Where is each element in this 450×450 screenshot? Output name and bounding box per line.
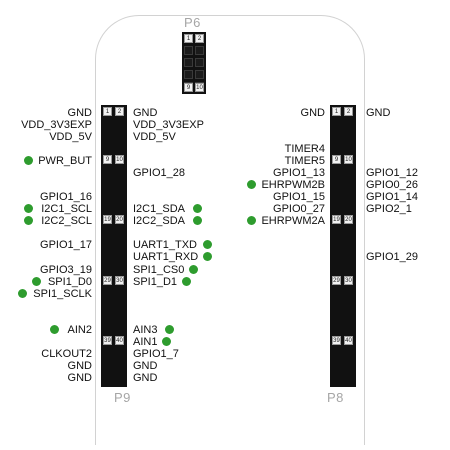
- p9-left-label: AIN2: [67, 324, 92, 336]
- p8-pin-2-label: 2: [344, 107, 353, 116]
- p8-left-label: TIMER4: [284, 143, 325, 155]
- p8-pin-20-label: 20: [344, 215, 353, 224]
- p9-left-label: GPIO1_17: [40, 239, 92, 251]
- p8-pin-40-label: 40: [344, 336, 353, 345]
- p9-right-label: GND: [133, 107, 158, 119]
- p8-pin-29-label: 29: [332, 276, 341, 285]
- p9-left-label: I2C2_SCL: [41, 215, 92, 227]
- i2c1-sda-dot: [193, 204, 202, 213]
- p9-right-label: I2C1_SDA: [133, 203, 185, 215]
- p8-right-label: GPIO1_29: [366, 251, 418, 263]
- p9-right-label: GPIO1_7: [133, 348, 179, 360]
- p8-left-label: TIMER5: [284, 155, 325, 167]
- p9-right-label: AIN3: [133, 324, 158, 336]
- p9-right-label: I2C2_SDA: [133, 215, 185, 227]
- uart1-txd-dot: [203, 240, 212, 249]
- p9-pin-39-label: 39: [103, 336, 112, 345]
- p9-right-label: AIN1: [133, 336, 158, 348]
- p9-right-label: GPIO1_28: [133, 167, 185, 179]
- p9-left-label: SPI1_SCLK: [33, 288, 92, 300]
- p9-left-label: I2C1_SCL: [41, 203, 92, 215]
- p9-pin-30-label: 30: [115, 276, 124, 285]
- p8-right-label: GPIO0_26: [366, 179, 418, 191]
- p6-pin-cell: [184, 70, 193, 79]
- ain3-dot: [165, 325, 174, 334]
- p6-pin-2-label: 2: [195, 34, 204, 43]
- p6-pin-cell: [195, 58, 204, 67]
- p6-pin-cell: [195, 70, 204, 79]
- p6-pin-9-label: 9: [184, 83, 193, 92]
- p9-right-label: UART1_RXD: [133, 251, 199, 263]
- i2c1-scl-dot: [24, 204, 33, 213]
- i2c2-sda-dot: [193, 216, 202, 225]
- p9-pin-9-label: 9: [103, 155, 112, 164]
- p8-left-label: GPIO0_27: [273, 203, 325, 215]
- p9-left-label: PWR_BUT: [38, 155, 92, 167]
- p9-right-label: SPI1_CS0: [133, 264, 185, 276]
- p8-left-label: GPIO1_13: [273, 167, 325, 179]
- p8-left-label: EHRPWM2A: [261, 215, 325, 227]
- p9-pin-20-label: 20: [115, 215, 124, 224]
- header-p6-name: P6: [184, 15, 201, 30]
- ehrpwm2a-dot: [247, 216, 256, 225]
- p9-right-label: SPI1_D1: [133, 276, 178, 288]
- p9-right-label: VDD_5V: [133, 131, 176, 143]
- p6-pin-cell: [184, 46, 193, 55]
- p8-left-label: GPIO1_15: [273, 191, 325, 203]
- p9-left-label: VDD_5V: [49, 131, 92, 143]
- p8-pin-10-label: 10: [344, 155, 353, 164]
- p9-left-label: GPIO3_19: [40, 264, 92, 276]
- p9-pin-19-label: 19: [103, 215, 112, 224]
- p9-left-label: GND: [67, 360, 92, 372]
- p8-pin-9-label: 9: [332, 155, 341, 164]
- ehrpwm2b-dot: [247, 180, 256, 189]
- p9-left-label: SPI1_D0: [47, 276, 92, 288]
- p9-left-label: GND: [67, 107, 92, 119]
- p9-left-label: CLKOUT2: [41, 348, 92, 360]
- p9-pin-29-label: 29: [103, 276, 112, 285]
- p9-left-label: VDD_3V3EXP: [21, 119, 92, 131]
- p9-pin-2-label: 2: [115, 107, 124, 116]
- p9-left-label: GPIO1_16: [40, 191, 92, 203]
- uart1-rxd-dot: [203, 252, 212, 261]
- ain1-dot: [162, 337, 171, 346]
- p6-pin-cell: [195, 46, 204, 55]
- spi1-d1-dot: [182, 277, 191, 286]
- p9-pin-1-label: 1: [103, 107, 112, 116]
- p8-right-label: GND: [366, 107, 391, 119]
- p8-right-label: GPIO1_14: [366, 191, 418, 203]
- p9-pin-40-label: 40: [115, 336, 124, 345]
- header-p8-name: P8: [327, 390, 344, 405]
- p8-pin-19-label: 19: [332, 215, 341, 224]
- p8-right-label: GPIO2_1: [366, 203, 412, 215]
- p9-right-label: VDD_3V3EXP: [133, 119, 204, 131]
- spi1-d0-dot: [32, 277, 41, 286]
- ain2-dot: [50, 325, 59, 334]
- p6-pin-cell: [184, 58, 193, 67]
- p6-pin-10-label: 10: [195, 83, 204, 92]
- p8-right-label: GPIO1_12: [366, 167, 418, 179]
- header-p9-name: P9: [114, 390, 131, 405]
- p9-right-label: UART1_TXD: [133, 239, 197, 251]
- p8-pin-1-label: 1: [332, 107, 341, 116]
- p9-right-label: GND: [133, 372, 158, 384]
- p6-pin-1-label: 1: [184, 34, 193, 43]
- p8-left-label: EHRPWM2B: [261, 179, 325, 191]
- p9-right-label: GND: [133, 360, 158, 372]
- spi1-cs0-dot: [189, 265, 198, 274]
- p9-pin-10-label: 10: [115, 155, 124, 164]
- spi1-sclk-dot: [18, 289, 27, 298]
- p8-left-label: GND: [300, 107, 325, 119]
- p8-pin-39-label: 39: [332, 336, 341, 345]
- pwr-but-dot: [24, 156, 33, 165]
- board-outline: [95, 15, 365, 445]
- i2c2-scl-dot: [24, 216, 33, 225]
- p8-pin-30-label: 30: [344, 276, 353, 285]
- p9-left-label: GND: [67, 372, 92, 384]
